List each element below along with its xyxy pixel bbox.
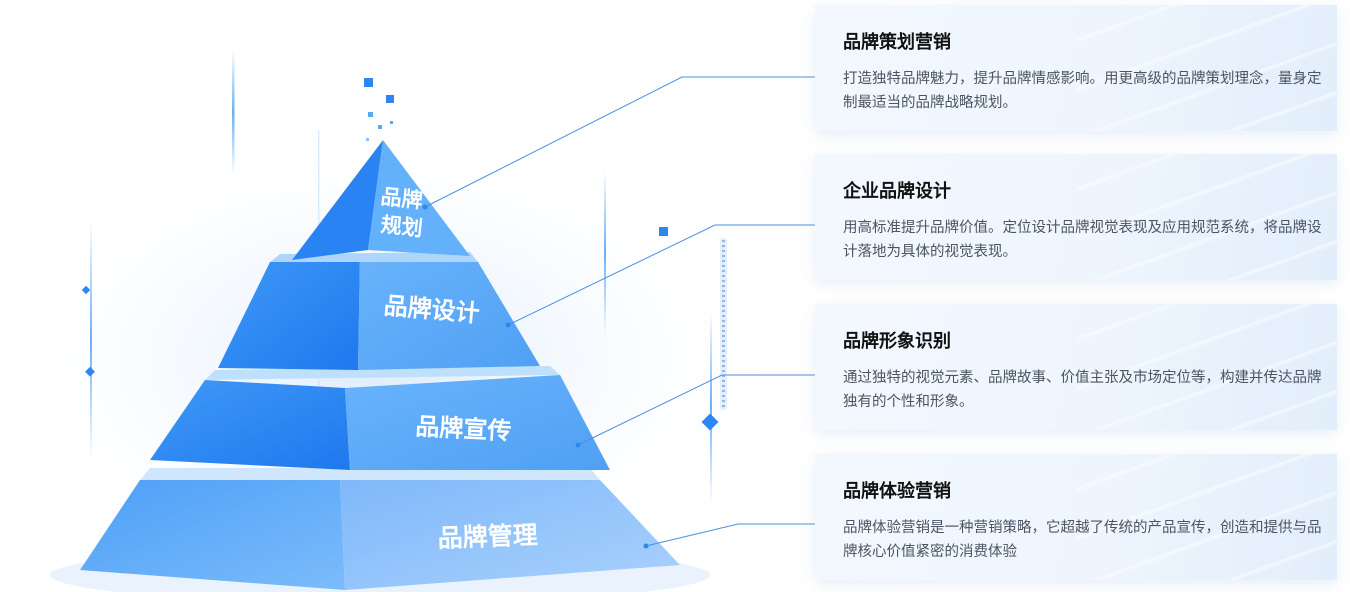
decor-line: [710, 310, 712, 505]
tier-1-label-line2: 规划: [380, 213, 424, 241]
tier-4-top: [140, 468, 600, 480]
tier-1-label-line1: 品牌: [380, 185, 424, 213]
info-card-brand-identity: 品牌形象识别 通过独特的视觉元素、品牌故事、价值主张及市场定位等，构建并传达品牌…: [815, 304, 1337, 430]
card-title: 品牌体验营销: [843, 481, 951, 502]
decor-diamond: [85, 366, 95, 377]
pyramid-illustration: 品牌 规划 品牌设计 品牌宣传 品牌管理: [0, 50, 780, 592]
info-card-brand-planning: 品牌策划营销 打造独特品牌魅力，提升品牌情感影响。用更高级的品牌策划理念，量身定…: [815, 5, 1337, 131]
info-card-brand-experience: 品牌体验营销 品牌体验营销是一种营销策略，它超越了传统的产品宣传，创造和提供与品…: [815, 454, 1337, 580]
tier-4-label: 品牌管理: [437, 520, 538, 552]
card-title: 品牌形象识别: [843, 331, 951, 352]
card-description: 用高标准提升品牌价值。定位设计品牌视觉表现及应用规范系统，将品牌设计落地为具体的…: [843, 220, 1322, 260]
decor-diamond: [81, 285, 91, 295]
tier-2-left-face: [218, 256, 360, 370]
decor-code-strip: [720, 238, 727, 410]
decor-line: [90, 220, 92, 460]
decor-square: [368, 112, 373, 117]
decor-square: [366, 138, 369, 141]
tier-1-left-face: [292, 140, 383, 260]
decor-square: [378, 125, 382, 129]
decor-square: [386, 95, 394, 103]
card-description: 打造独特品牌魅力，提升品牌情感影响。用更高级的品牌策划理念，量身定制最适当的品牌…: [843, 71, 1322, 111]
card-title: 企业品牌设计: [843, 181, 951, 202]
decor-square: [659, 227, 668, 236]
tier-1-right-face: [368, 140, 470, 256]
card-description: 品牌体验营销是一种营销策略，它超越了传统的产品宣传，创造和提供与品牌核心价值紧密…: [843, 520, 1322, 560]
pyramid-tier-3: [150, 366, 610, 470]
decor-line: [604, 170, 606, 335]
card-description: 通过独特的视觉元素、品牌故事、价值主张及市场定位等，构建并传达品牌独有的个性和形…: [843, 370, 1322, 410]
info-card-brand-design: 企业品牌设计 用高标准提升品牌价值。定位设计品牌视觉表现及应用规范系统，将品牌设…: [815, 154, 1337, 280]
tier-3-left-face: [150, 380, 350, 470]
tier-3-label: 品牌宣传: [415, 412, 512, 445]
decor-line: [232, 50, 235, 175]
tier-3-top: [205, 366, 560, 380]
tier-4-left-face: [80, 480, 345, 590]
decor-square: [364, 78, 373, 87]
tier-4-right-face: [340, 480, 680, 590]
pyramid-tier-1: [292, 140, 470, 260]
card-title: 品牌策划营销: [843, 32, 951, 53]
pyramid-tier-4: [80, 468, 680, 590]
tier-3-right-face: [345, 375, 610, 470]
tier-2-right-face: [358, 256, 540, 370]
decor-square: [390, 121, 393, 124]
